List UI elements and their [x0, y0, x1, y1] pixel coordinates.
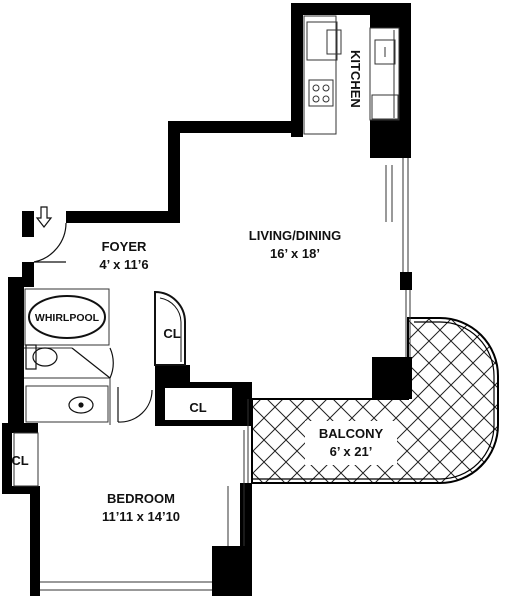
bedroom-size: 11’11 x 14’10	[102, 509, 180, 524]
kitchen-fixtures	[303, 15, 400, 135]
kitchen-label: KITCHEN	[348, 50, 363, 108]
closet-hall-label: CL	[163, 326, 180, 341]
closet-middle-label: CL	[189, 400, 206, 415]
exterior-walls	[2, 3, 412, 596]
balcony-label: BALCONY	[319, 426, 384, 441]
whirlpool-label: WHIRLPOOL	[35, 312, 100, 324]
whirlpool-tub-shape	[28, 295, 106, 339]
foyer-label: FOYER	[102, 239, 147, 254]
living-dining-size: 16’ x 18’	[270, 246, 320, 261]
room-labels: KITCHEN LIVING/DINING 16’ x 18’ FOYER 4’…	[11, 50, 383, 524]
bedroom-label: BEDROOM	[107, 491, 175, 506]
windows-and-partitions	[13, 158, 411, 591]
bath-fixtures	[25, 295, 106, 414]
balcony-area	[251, 317, 499, 484]
foyer-size: 4’ x 11’6	[99, 257, 148, 272]
sink-icon	[68, 396, 94, 414]
living-dining-label: LIVING/DINING	[249, 228, 341, 243]
balcony-size: 6’ x 21’	[330, 444, 373, 459]
toilet-icon	[32, 347, 58, 367]
down-arrow-icon	[35, 206, 53, 228]
doors	[33, 222, 186, 423]
closet-bedroom-label: CL	[11, 453, 28, 468]
